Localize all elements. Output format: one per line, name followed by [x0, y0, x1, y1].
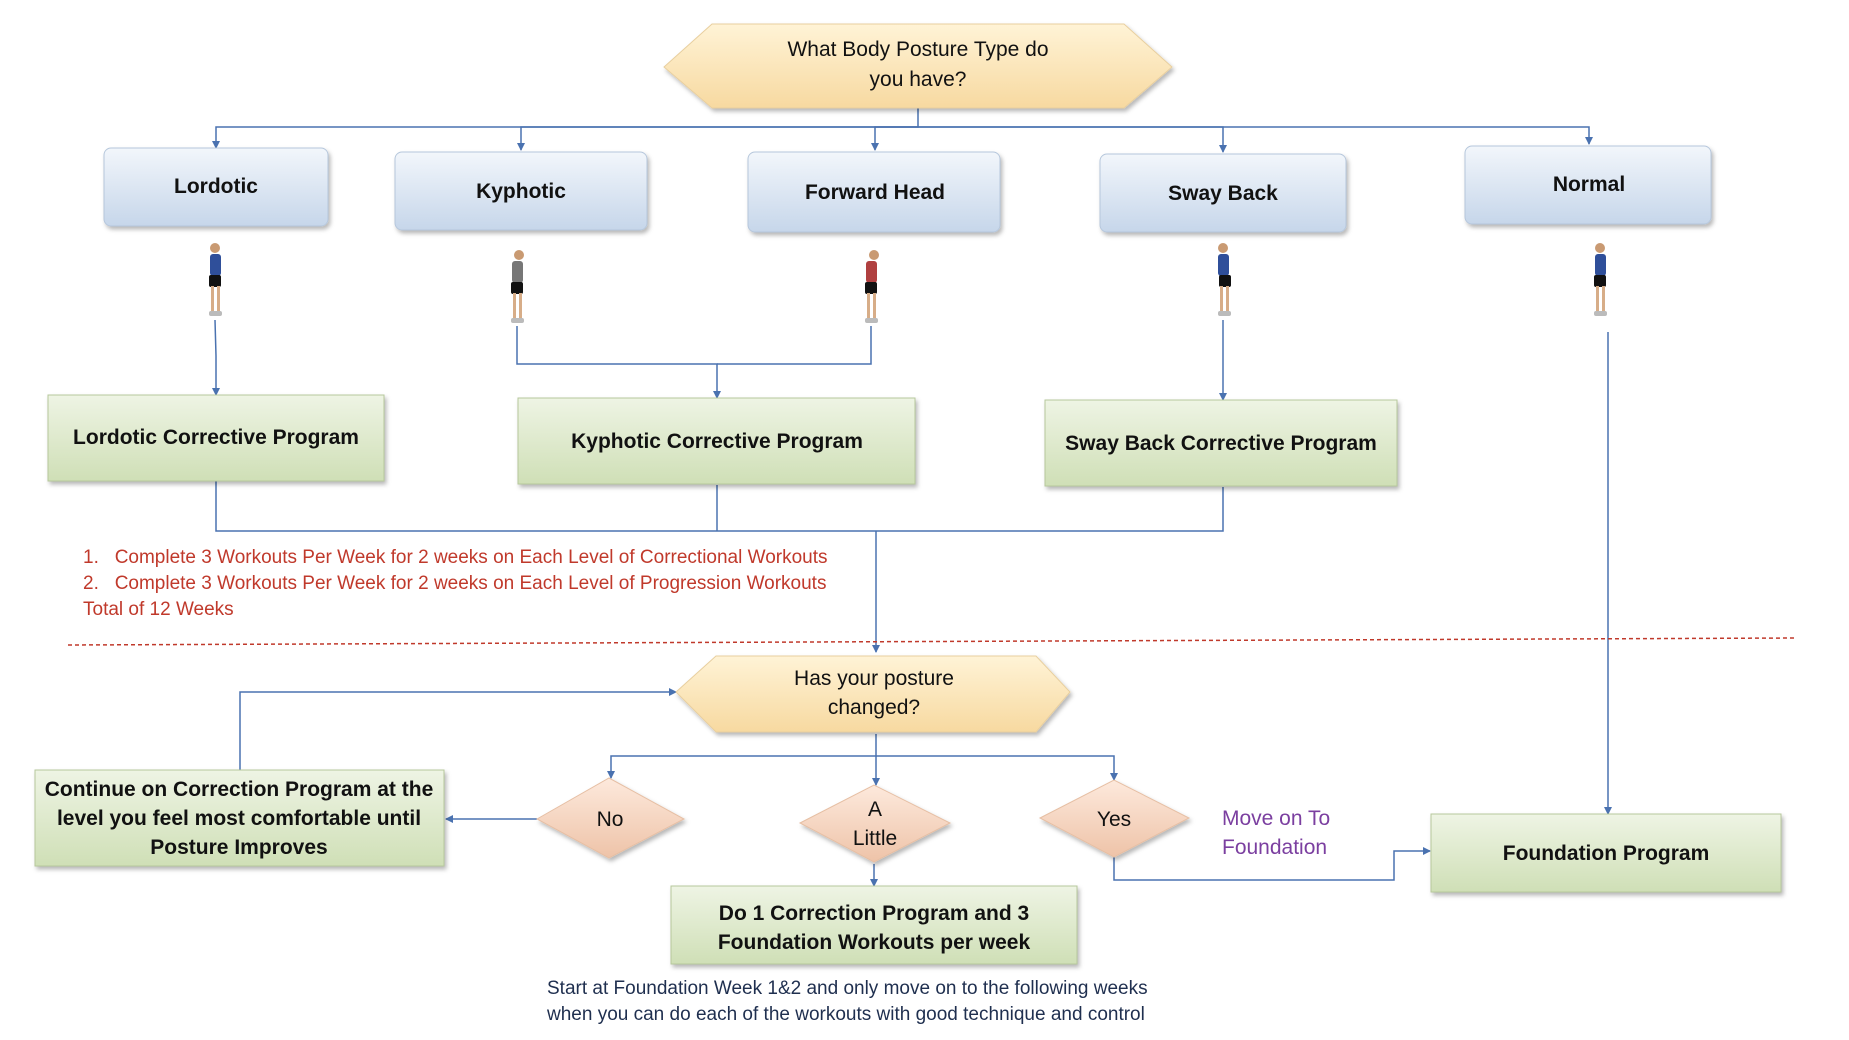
answer-diamond-yes — [1038, 779, 1191, 858]
connector-question-to-forward-head — [871, 126, 918, 151]
posture-label-sway-back: Sway Back — [1168, 182, 1278, 205]
check-question-line2: changed? — [828, 696, 920, 719]
outcome-boxes — [34, 769, 1782, 965]
answer-label-a-little-line2: Little — [853, 827, 897, 850]
outcome-box-mixed — [670, 885, 1078, 965]
instruction-item-2: 2. Complete 3 Workouts Per Week for 2 we… — [83, 571, 826, 597]
instruction-total: Total of 12 Weeks — [83, 599, 234, 620]
connector-question-to-lordotic — [212, 108, 919, 149]
connector-question-to-sway-back — [918, 126, 1227, 153]
posture-figure-normal — [1594, 243, 1607, 316]
start-question-line2: you have? — [870, 68, 967, 91]
posture-figure-kyphotic — [511, 250, 524, 323]
posture-figure-lordotic — [209, 243, 222, 316]
start-question-node — [663, 23, 1173, 109]
connector-question-to-kyphotic — [517, 126, 918, 151]
outcome-mixed-line2: Foundation Workouts per week — [718, 931, 1031, 954]
posture-label-forward-head: Forward Head — [805, 181, 945, 204]
outcome-mixed-line1: Do 1 Correction Program and 3 — [719, 902, 1029, 925]
check-question-node — [675, 655, 1071, 733]
connector-lordotic-program-merge — [215, 481, 876, 532]
connector-kyphotic-to-program — [516, 326, 721, 399]
connector-check-to-yes — [876, 755, 1118, 781]
start-question-line1: What Body Posture Type do — [787, 38, 1048, 61]
posture-box-lordotic — [103, 147, 329, 227]
instruction-item-1-number: 1. — [83, 547, 115, 568]
connector-question-to-normal — [918, 126, 1593, 145]
instruction-item-1-text: Complete 3 Workouts Per Week for 2 weeks… — [114, 547, 828, 568]
posture-label-normal: Normal — [1553, 173, 1625, 196]
move-on-label-line1: Move on To — [1222, 807, 1331, 830]
posture-box-forward-head — [747, 151, 1001, 233]
instruction-item-2-text: Complete 3 Workouts Per Week for 2 weeks… — [114, 573, 827, 594]
outcome-foundation-label: Foundation Program — [1503, 842, 1710, 865]
answer-label-yes: Yes — [1097, 808, 1131, 831]
posture-box-sway-back — [1099, 153, 1347, 233]
connector-lordotic-to-program — [212, 319, 220, 396]
section-divider — [67, 637, 1797, 646]
posture-figure-sway-back — [1218, 243, 1231, 316]
move-on-label-line2: Foundation — [1222, 836, 1328, 859]
check-question-line1: Has your posture — [794, 667, 954, 690]
posture-type-boxes — [103, 145, 1712, 233]
answer-nodes — [535, 777, 1191, 863]
program-label-kyphotic: Kyphotic Corrective Program — [571, 430, 863, 453]
connectors — [212, 108, 1612, 887]
outcome-box-foundation — [1430, 813, 1782, 893]
answer-diamond-a-little — [798, 784, 952, 863]
footer-note-line1: Start at Foundation Week 1&2 and only mo… — [547, 978, 1148, 999]
connector-sway-back-program-merge — [876, 487, 1224, 532]
outcome-continue-line3: Posture Improves — [150, 836, 327, 859]
outcome-continue-line2: level you feel most comfortable until — [57, 807, 421, 830]
connector-forward-head-to-program — [717, 326, 872, 365]
connector-yes-to-foundation — [1113, 847, 1431, 881]
posture-box-kyphotic — [394, 151, 648, 231]
program-box-sway-back — [1044, 399, 1398, 487]
posture-label-kyphotic: Kyphotic — [476, 180, 566, 203]
answer-label-a-little-line1: A — [868, 798, 882, 821]
instruction-item-2-number: 2. — [83, 573, 115, 594]
posture-figure-forward-head — [865, 250, 879, 323]
program-boxes — [47, 394, 1398, 487]
answer-label-no: No — [597, 808, 624, 831]
connector-continue-to-check — [239, 688, 677, 770]
posture-label-lordotic: Lordotic — [174, 175, 258, 198]
program-box-kyphotic — [517, 397, 916, 485]
program-box-lordotic — [47, 394, 385, 482]
outcome-box-continue — [34, 769, 445, 867]
footer-note-line2: when you can do each of the workouts wit… — [547, 1004, 1145, 1025]
instruction-item-1: 1. Complete 3 Workouts Per Week for 2 we… — [83, 545, 828, 571]
connector-check-to-no — [607, 734, 877, 779]
program-label-lordotic: Lordotic Corrective Program — [73, 426, 359, 449]
answer-diamond-no — [535, 777, 686, 859]
outcome-continue-line1: Continue on Correction Program at the — [45, 778, 434, 801]
posture-box-normal — [1464, 145, 1712, 225]
program-label-sway-back: Sway Back Corrective Program — [1065, 432, 1377, 455]
